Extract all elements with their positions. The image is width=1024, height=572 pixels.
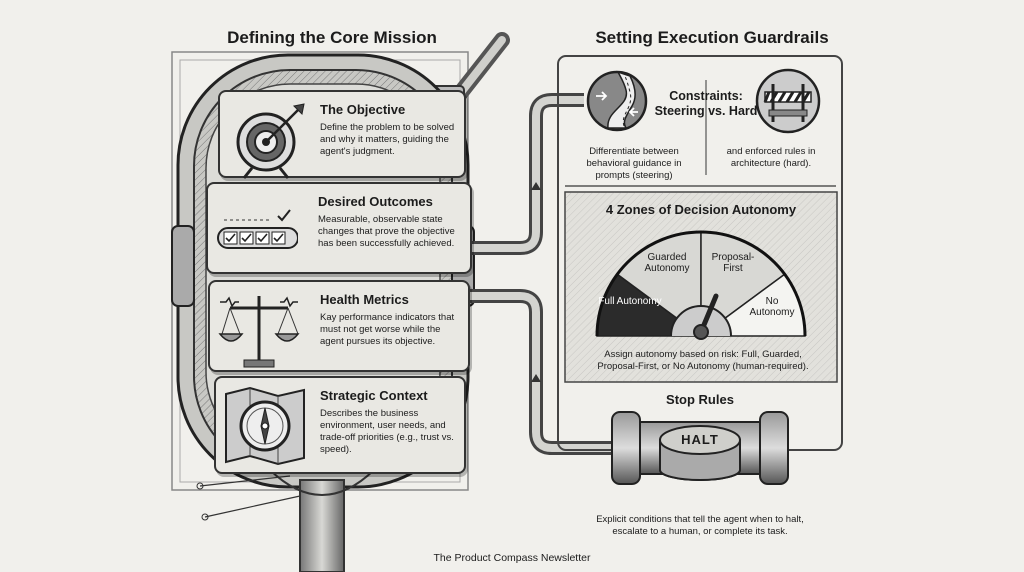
hard-desc: and enforced rules in architecture (hard… (726, 146, 816, 169)
strategic-context-desc: Describes the business environment, user… (320, 408, 454, 455)
strategic-context-title: Strategic Context (320, 388, 428, 403)
card-strategic-context: Strategic Context Describes the business… (214, 376, 466, 474)
zone-label-guarded: Guarded Autonomy (644, 252, 690, 274)
card-health-metrics: Health Metrics Kay performance indicator… (208, 280, 470, 372)
zone-label-none: No Autonomy (749, 296, 795, 318)
footer-credit: The Product Compass Newsletter (433, 552, 591, 564)
stop-rules-title: Stop Rules (666, 392, 734, 407)
health-metrics-desc: Kay performance indicators that must not… (320, 312, 455, 347)
objective-desc: Define the problem to be solved and why … (320, 122, 455, 157)
steering-desc: Differentiate between behavioral guidanc… (586, 146, 682, 181)
desired-outcomes-desc: Measurable, observable state changes tha… (318, 214, 455, 249)
road-barrier-icon (755, 68, 821, 134)
health-metrics-title: Health Metrics (320, 292, 409, 307)
winding-road-icon (586, 70, 648, 132)
zones-title: 4 Zones of Decision Autonomy (605, 202, 797, 217)
checklist-progress-icon (217, 209, 298, 249)
left-heading: Defining the Core Mission (227, 28, 437, 47)
balance-scale-icon (218, 296, 300, 368)
desired-outcomes-title: Desired Outcomes (318, 194, 433, 209)
card-objective: The Objective Define the problem to be s… (218, 90, 466, 179)
target-arrow-icon (236, 103, 305, 179)
zones-caption: Assign autonomy based on risk: Full, Gua… (597, 349, 809, 372)
zone-label-proposal: Proposal-First (711, 252, 755, 274)
halt-button[interactable]: HALT (681, 432, 719, 447)
compass-map-icon (225, 386, 305, 466)
right-heading: Setting Execution Guardrails (595, 28, 829, 47)
autonomy-gauge (595, 230, 807, 340)
zone-label-full: Full Autonomy (598, 296, 662, 307)
constraints-title: Constraints: Steering vs. Hard (654, 89, 758, 118)
card-desired-outcomes: Desired Outcomes Measurable, observable … (206, 182, 472, 274)
stop-rules-desc: Explicit conditions that tell the agent … (596, 514, 804, 537)
objective-title: The Objective (320, 102, 406, 117)
